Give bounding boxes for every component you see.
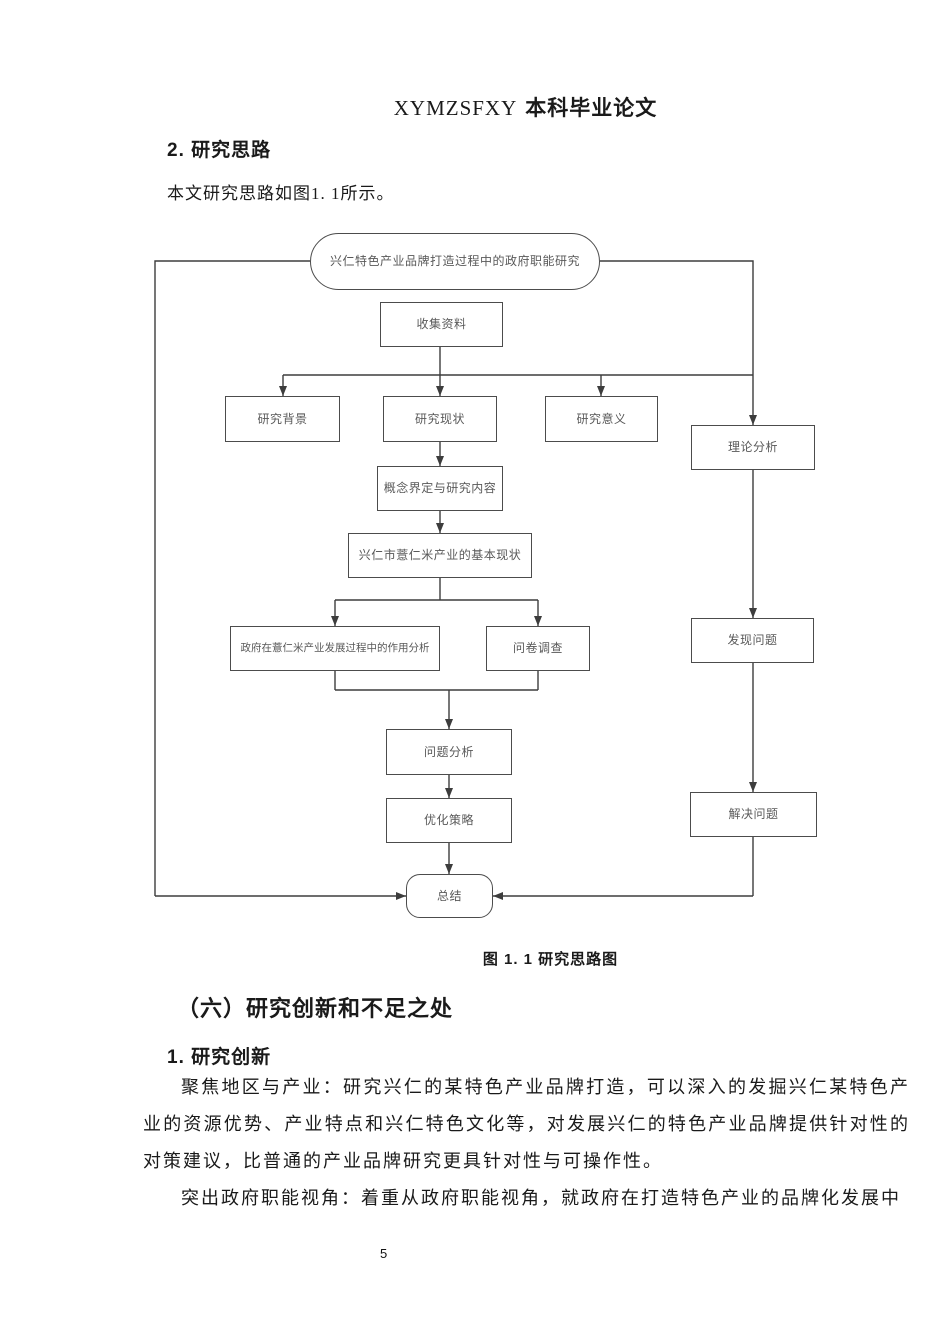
flow-node-concept-definition: 概念界定与研究内容: [377, 466, 503, 511]
flow-node-research-status: 研究现状: [383, 396, 497, 442]
intro-sentence: 本文研究思路如图1. 1所示。: [167, 184, 395, 203]
body-paragraphs: 聚焦地区与产业：研究兴仁的某特色产业品牌打造，可以深入的发掘兴仁某特色产业的资源…: [143, 1069, 910, 1217]
paragraph-government-perspective: 突出政府职能视角：着重从政府职能视角，就政府在打造特色产业的品牌化发展中: [181, 1188, 901, 1208]
figure-caption: 图 1. 1 研究思路图: [482, 951, 619, 968]
flow-node-research-significance: 研究意义: [545, 396, 658, 442]
header-thesis-label: 本科毕业论文: [525, 96, 658, 120]
flow-node-summary: 总结: [406, 874, 493, 918]
document-header: XYMZSFXY 本科毕业论文: [143, 92, 908, 122]
flow-node-research-background: 研究背景: [225, 396, 340, 442]
flow-node-collect-materials: 收集资料: [380, 302, 503, 347]
section-heading-innovation: （六）研究创新和不足之处: [177, 996, 454, 1021]
subsection-heading-research-innovation: 1. 研究创新: [167, 1047, 272, 1068]
flow-node-basic-situation: 兴仁市薏仁米产业的基本现状: [348, 533, 532, 578]
page-number: 5: [380, 1246, 388, 1261]
flow-node-optimization-strategy: 优化策略: [386, 798, 512, 843]
flow-node-questionnaire-survey: 问卷调查: [486, 626, 590, 671]
flowchart-connectors: [154, 260, 757, 900]
flow-node-problem-analysis: 问题分析: [386, 729, 512, 775]
flow-node-discover-problems: 发现问题: [691, 618, 814, 663]
paragraph-focus-region: 聚焦地区与产业：研究兴仁的某特色产业品牌打造，可以深入的发掘兴仁某特色产业的资源…: [143, 1077, 910, 1171]
header-school-code: XYMZSFXY: [393, 96, 518, 120]
flow-node-solve-problems: 解决问题: [690, 792, 817, 837]
flow-node-government-role-analysis: 政府在薏仁米产业发展过程中的作用分析: [230, 626, 440, 671]
flow-node-research-title: 兴仁特色产业品牌打造过程中的政府职能研究: [310, 233, 600, 290]
flow-node-theory-analysis: 理论分析: [691, 425, 815, 470]
section-heading-research-method: 2. 研究思路: [167, 140, 272, 161]
connector-lines: [154, 260, 757, 900]
